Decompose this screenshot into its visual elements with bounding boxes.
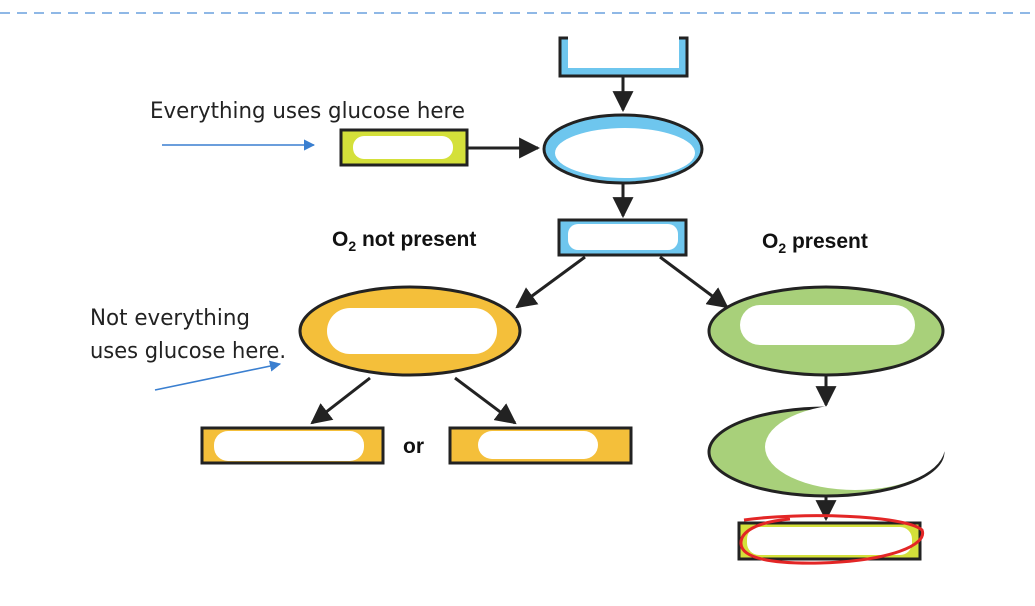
arrow-anaerobic-to-right-product [454,376,517,425]
red-circle-highlight [739,514,925,565]
anaerobic-product-box-right [448,426,633,465]
o2-not-present-label: O2 not present [332,228,476,254]
anaerobic-product-box-left [200,426,385,465]
aerobic-ellipse-1 [707,285,945,377]
o2-present-label: O2 present [762,230,868,256]
aerobic-ellipse-2 [707,404,945,498]
or-label: or [403,435,424,458]
annotation-arrow-anaerobic [154,360,282,391]
arrow-anaerobic-to-left-product [310,376,371,425]
anaerobic-annotation-line-1: Not everything [90,306,250,331]
anaerobic-annotation-line-2: uses glucose here. [90,339,286,364]
arrow-pyruvate-to-aerobic [659,255,729,309]
glycolysis-annotation: Everything uses glucose here [150,99,465,124]
input-box-top [558,30,689,78]
glycolysis-ellipse [542,113,704,185]
glucose-box [339,128,469,167]
anaerobic-ellipse [298,285,522,377]
arrow-pyruvate-to-anaerobic [515,255,586,309]
pyruvate-box [557,218,688,257]
